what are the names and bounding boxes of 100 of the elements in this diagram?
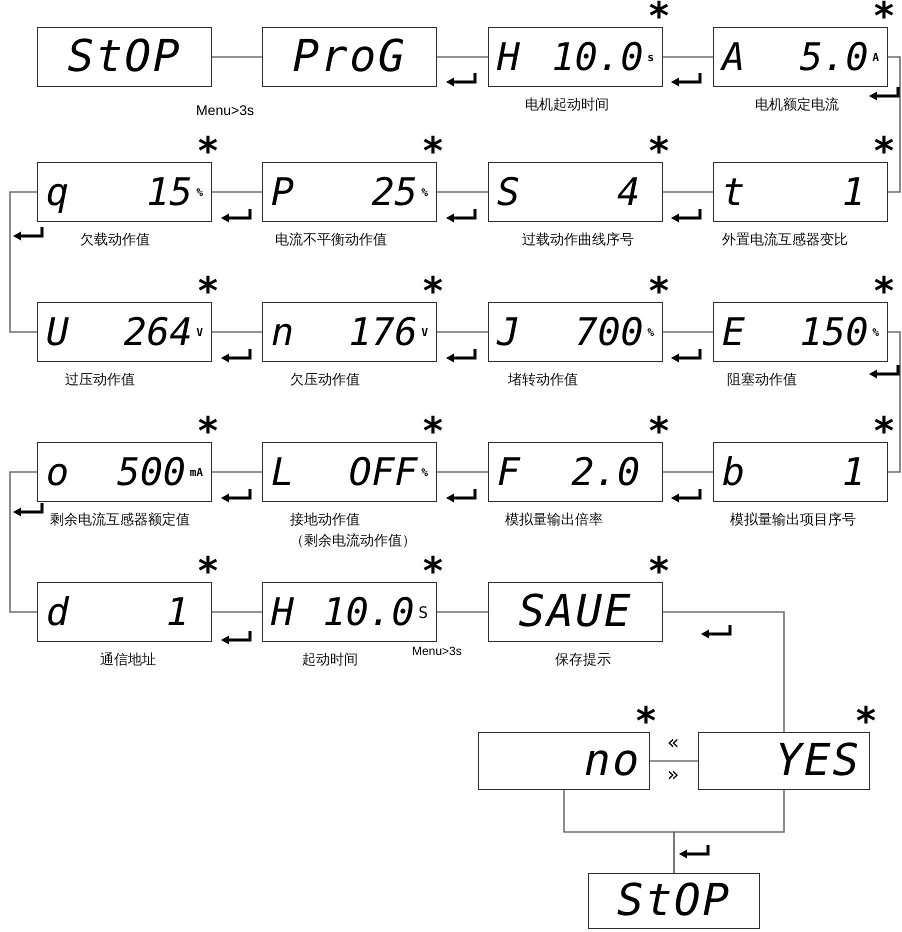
unit-label: % [647, 326, 654, 338]
asterisk-mark: * [874, 132, 894, 170]
parameter-code: b [722, 453, 745, 491]
connector-line [212, 471, 262, 473]
asterisk-mark: * [874, 412, 894, 450]
lcd-display-box [488, 582, 663, 642]
unit-label: A [872, 50, 879, 64]
parameter-value: 700 [574, 313, 644, 351]
node-label: 保存提示 [555, 651, 611, 669]
node-label: 欠载动作值 [80, 231, 150, 249]
display-text: no [583, 739, 641, 783]
connector-line [663, 331, 713, 333]
asterisk-mark: * [874, 272, 894, 310]
asterisk-mark: * [636, 702, 656, 740]
parameter-value: 10.0 [322, 593, 414, 631]
connector-line [212, 56, 262, 58]
lcd-display-box [488, 302, 663, 362]
asterisk-mark: * [649, 552, 669, 590]
parameter-code: t [722, 173, 745, 211]
connector-line [437, 331, 488, 333]
display-text: YES [774, 739, 861, 783]
parameter-code: H [271, 593, 294, 631]
connector-line [437, 56, 488, 58]
parameter-value: 1 [841, 453, 865, 491]
parameter-code: P [271, 173, 294, 211]
parameter-code: o [46, 453, 69, 491]
node-label: 过载动作曲线序号 [522, 231, 634, 249]
parameter-value: 1 [165, 593, 189, 631]
lcd-display-box [37, 302, 212, 362]
hold-time-note: Menu>3s [412, 644, 462, 658]
node-label: 电机起动时间 [525, 96, 609, 114]
lcd-display-box [588, 873, 760, 929]
lcd-display-box [713, 442, 888, 502]
connector-line [888, 56, 901, 193]
asterisk-mark: * [649, 412, 669, 450]
connector-line [663, 191, 713, 193]
parameter-code: q [46, 173, 69, 211]
unit-label: mA [190, 466, 203, 478]
node-label: 电流不平衡动作值 [275, 231, 387, 249]
parameter-code: J [497, 313, 520, 351]
node-label: 过压动作值 [65, 371, 135, 389]
parameter-value: OFF [348, 453, 418, 491]
asterisk-mark: * [423, 272, 443, 310]
lcd-display-box [488, 162, 663, 222]
parameter-value: 176 [348, 313, 418, 351]
node-label: （剩余电流动作值） [290, 532, 416, 550]
node-label: 电机额定电流 [755, 96, 839, 114]
asterisk-mark: * [423, 132, 443, 170]
lcd-display-box [488, 27, 663, 87]
parameter-code: A [722, 38, 745, 76]
parameter-code: H [497, 38, 520, 76]
asterisk-mark: * [423, 552, 443, 590]
connector-line [650, 760, 698, 762]
lcd-display-box [713, 162, 888, 222]
node-label: 堵转动作值 [508, 371, 578, 389]
asterisk-mark: * [856, 702, 876, 740]
lcd-display-box [488, 442, 663, 502]
unit-label: % [872, 326, 879, 338]
asterisk-mark: * [649, 0, 669, 35]
asterisk-mark: * [198, 272, 218, 310]
display-text: StOP [66, 35, 182, 79]
connector-line [888, 331, 901, 473]
node-label: 通信地址 [100, 651, 156, 669]
parameter-value: 1 [841, 173, 865, 211]
chevron-glyph: » [667, 762, 680, 786]
asterisk-mark: * [874, 0, 894, 35]
parameter-value: 10.0 [550, 38, 644, 76]
parameter-code: d [46, 593, 69, 631]
unit-label: V [421, 326, 428, 338]
asterisk-mark: * [198, 552, 218, 590]
hold-time-note: Menu>3s [196, 102, 254, 118]
lcd-display-box [262, 162, 437, 222]
unit-label: % [421, 466, 428, 478]
connector-line [663, 611, 785, 732]
lcd-display-box [262, 27, 437, 87]
parameter-value: 2.0 [570, 453, 640, 491]
lcd-display-box [713, 302, 888, 362]
lcd-display-box [37, 27, 212, 87]
chevron-glyph: « [667, 730, 680, 754]
asterisk-mark: * [649, 272, 669, 310]
parameter-value: 25 [370, 173, 418, 211]
parameter-code: L [271, 453, 294, 491]
unit-label: s [647, 50, 654, 64]
node-label: 接地动作值 [290, 511, 360, 529]
lcd-display-box [262, 302, 437, 362]
node-label: 阻塞动作值 [727, 371, 797, 389]
connector-line [437, 611, 488, 613]
unit-label: % [421, 186, 428, 198]
parameter-code: F [497, 453, 520, 491]
asterisk-mark: * [198, 132, 218, 170]
asterisk-mark: * [198, 412, 218, 450]
node-label: 起动时间 [302, 651, 358, 669]
connector-line [212, 331, 262, 333]
display-text: ProG [292, 35, 408, 79]
connector-line [437, 191, 488, 193]
unit-label: V [196, 326, 203, 338]
node-label: 欠压动作值 [290, 371, 360, 389]
lcd-display-box [698, 732, 870, 790]
unit-label: S [418, 602, 428, 622]
lcd-display-box [37, 582, 212, 642]
